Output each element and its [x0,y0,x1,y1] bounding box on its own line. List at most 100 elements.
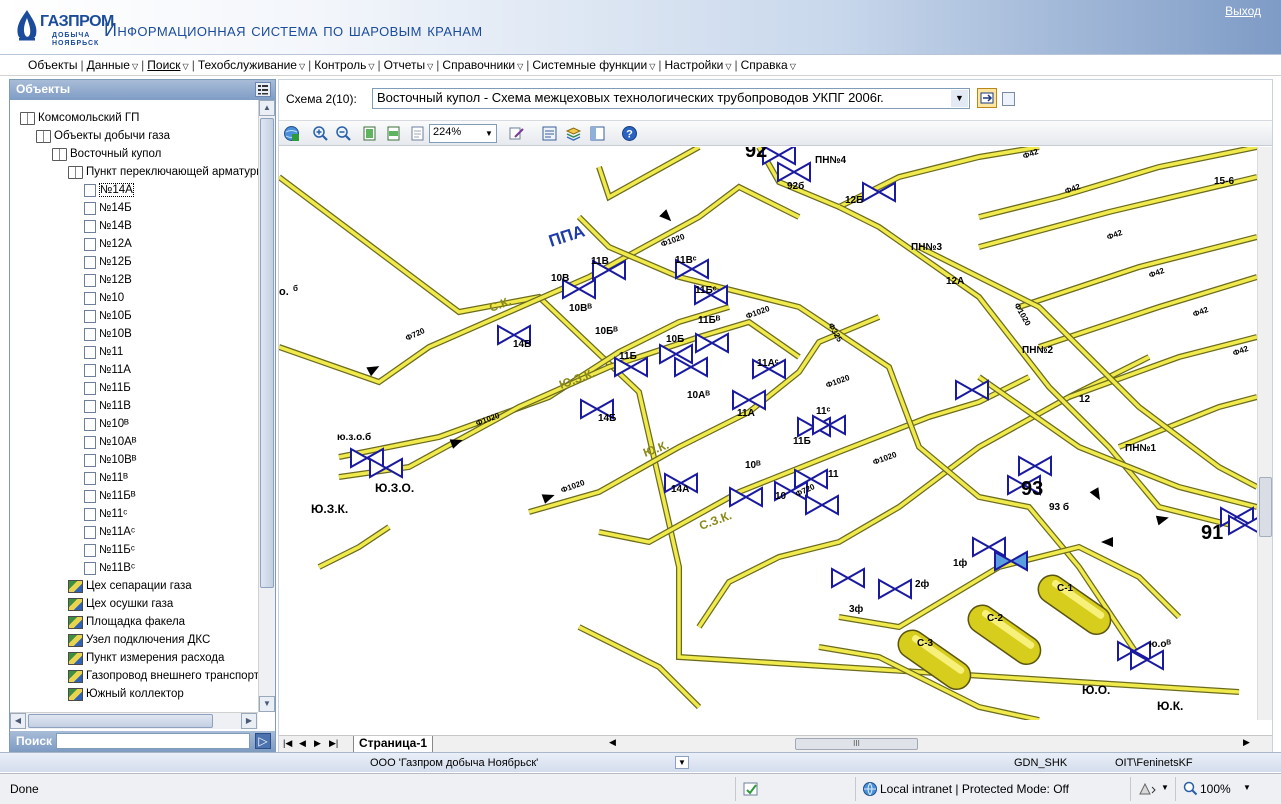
diagram-vertical-scrollbar[interactable] [1257,147,1272,720]
tree-node[interactable]: №10Вᴮ [84,451,137,469]
tree-node[interactable]: №11ᶜ [84,505,127,523]
menu-item-7[interactable]: Системные функции▽ [532,58,655,72]
tree-vertical-scrollbar[interactable]: ▲ ▼ [258,100,275,712]
logout-link[interactable]: Выход [1225,4,1261,18]
tree-node[interactable]: №10В [84,325,132,343]
chevron-down-icon[interactable]: ▼ [485,129,493,138]
ball-valve-icon [659,343,693,365]
document-icon[interactable] [1002,92,1015,106]
fit-width-icon[interactable] [385,125,402,142]
zoom-icon[interactable] [1183,781,1198,797]
edit-properties-icon[interactable] [508,125,525,142]
security-report-icon[interactable] [742,781,760,797]
tree-node-label: №12В [99,274,132,286]
diagram-hscroll-thumb[interactable]: III [795,738,918,750]
tree-node[interactable]: Узел подключения ДКС [68,631,210,649]
menu-item-8[interactable]: Настройки▽ [664,58,731,72]
tree-hscroll-thumb[interactable] [28,714,213,728]
globe-icon[interactable] [283,125,300,142]
tree-node[interactable]: №10Б [84,307,132,325]
search-go-icon[interactable]: ▷ [255,733,271,749]
tree-node[interactable]: Газопровод внешнего транспорта [68,667,258,685]
chevron-down-icon[interactable]: ▼ [675,756,689,769]
tree-node[interactable]: №12Б [84,253,132,271]
menu-item-3[interactable]: Техобслуживание▽ [198,58,305,72]
first-page-icon[interactable]: |◀ [283,738,293,748]
tree-node[interactable]: №14В [84,217,132,235]
scroll-up-icon[interactable]: ▲ [259,100,275,116]
tree-node[interactable]: Объекты добычи газа [36,127,170,145]
tree-node[interactable]: Площадка факела [68,613,185,631]
panel-toggle-icon[interactable] [589,125,606,142]
diagram-horizontal-scrollbar[interactable]: ◀ III ▶ [607,736,1255,752]
chevron-down-icon[interactable]: ▼ [951,90,968,107]
print-preview-icon[interactable] [541,125,558,142]
tree-node[interactable]: №11А [84,361,131,379]
ball-valve-icon [695,332,729,354]
tree-node[interactable]: Цех сепарации газа [68,577,192,595]
tree-node[interactable]: №11ᴮ [84,469,128,487]
menu-item-6[interactable]: Справочники▽ [442,58,523,72]
next-page-icon[interactable]: ▶ [314,738,321,748]
diagram-scroll-thumb[interactable] [1259,477,1272,537]
chevron-down-icon[interactable]: ▼ [1161,783,1169,792]
tree-node[interactable]: №11Вᶜ [84,559,135,577]
pipe [597,147,700,200]
search-input[interactable] [56,733,250,749]
scroll-left-icon[interactable]: ◀ [10,713,26,729]
diagram-label: 11Б [793,436,811,447]
tree-node[interactable]: №11Бᶜ [84,541,135,559]
menu-item-2[interactable]: Поиск▽ [147,58,188,72]
ball-valve-icon [1130,649,1164,671]
tree-node[interactable]: Цех осушки газа [68,595,173,613]
tree-node[interactable]: №11Аᶜ [84,523,135,541]
tree-node[interactable]: №11 [84,343,123,361]
ball-valve-icon [729,486,763,508]
fit-page-icon[interactable] [361,125,378,142]
layers-icon[interactable] [565,125,582,142]
page-tab[interactable]: Страница-1 [353,736,433,753]
tree-node[interactable]: №10 [84,289,124,307]
tree-node[interactable]: №10Аᴮ [84,433,137,451]
last-page-icon[interactable]: ▶| [329,738,339,748]
scroll-left-icon[interactable]: ◀ [609,737,616,747]
tree-node[interactable]: №12А [84,235,132,253]
tree-node[interactable]: Южный коллектор [68,685,184,703]
tree-node[interactable]: №11В [84,397,131,415]
scroll-down-icon[interactable]: ▼ [259,696,275,712]
help-icon[interactable]: ? [621,125,638,142]
tree-node[interactable]: №11Бᴮ [84,487,136,505]
diagram-label: 92б [787,180,804,192]
tree-horizontal-scrollbar[interactable]: ◀ ▶ [10,712,258,729]
scroll-right-icon[interactable]: ▶ [241,713,257,729]
tree-scroll-thumb[interactable] [260,118,274,588]
tree-node[interactable]: Восточный купол [52,145,161,163]
menu-item-4[interactable]: Контроль▽ [314,58,374,72]
tree-node[interactable]: Пункт измерения расхода [68,649,224,667]
tree-node[interactable]: №14А [84,181,134,199]
schema-select[interactable]: Восточный купол - Схема межцеховых техно… [372,88,970,109]
menu-item-0[interactable]: Объекты [28,58,78,72]
tree-node[interactable]: Комсомольский ГП [20,109,139,127]
tree-node[interactable]: №11Б [84,379,131,397]
protected-mode-icon[interactable] [1137,781,1157,797]
scroll-right-icon[interactable]: ▶ [1243,737,1250,747]
zoom-in-icon[interactable] [312,125,329,142]
page-icon[interactable] [409,125,426,142]
zoom-select[interactable]: 224% ▼ [429,124,497,143]
page-icon [84,453,96,467]
tree-node[interactable]: Пункт переключающей арматуры [68,163,258,181]
panel-options-icon[interactable] [255,82,271,97]
chevron-down-icon[interactable]: ▼ [1243,783,1251,792]
tree-node[interactable]: №10ᴮ [84,415,129,433]
menu-item-5[interactable]: Отчеты▽ [384,58,434,72]
tree-node[interactable]: №14Б [84,199,132,217]
open-schema-icon[interactable] [977,88,997,108]
prev-page-icon[interactable]: ◀ [299,738,306,748]
menu-item-9[interactable]: Справка▽ [741,58,796,72]
tree-node[interactable]: №12В [84,271,132,289]
ball-valve-icon [752,358,786,380]
menu-item-1[interactable]: Данные▽ [87,58,139,72]
zoom-out-icon[interactable] [335,125,352,142]
